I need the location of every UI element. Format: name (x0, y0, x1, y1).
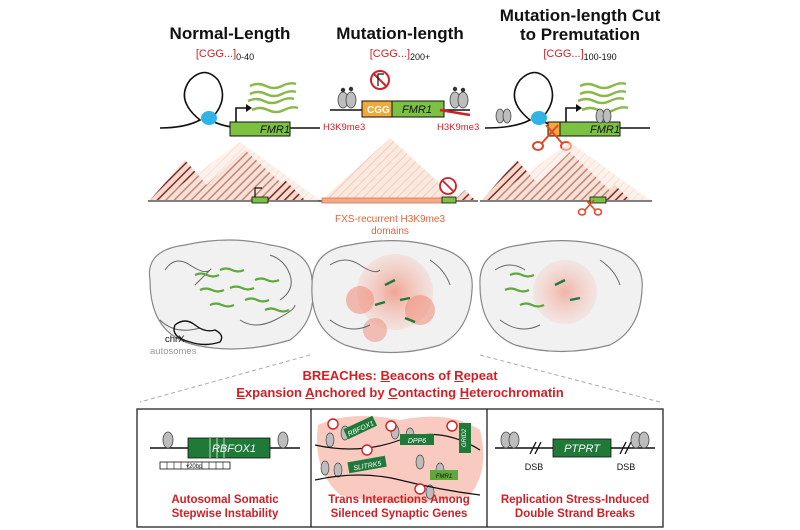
breach-line2: Expansion Anchored by Contacting Heteroc… (200, 384, 600, 401)
range-mutation: 200+ (410, 52, 431, 63)
panel-label-autosomal: Autosomal Somatic Stepwise Instability (139, 493, 311, 521)
tad-triangles-normal (148, 142, 322, 204)
breach-heading: BREACHes: Beacons of Repeat Expansion An… (200, 367, 600, 401)
panel-label-trans-line2: Silenced Synaptic Genes (330, 508, 468, 520)
guide-line-right (479, 354, 661, 403)
breach-nchored: nchored by (314, 385, 389, 400)
range-cut: 100-190 (583, 52, 617, 63)
nucleus-mutation (311, 240, 473, 354)
panel-label-trans-line1: Trans Interactions Among (328, 494, 470, 506)
title-mutation-length: Mutation-length (336, 24, 464, 43)
dsb-right-label: DSB (617, 462, 636, 472)
panel-label-trans: Trans Interactions Among Silenced Synapt… (311, 493, 487, 521)
panel-label-autosomal-line1: Autosomal Somatic (171, 494, 279, 506)
repeat-cut: [CGG...] (543, 48, 584, 60)
nucleus-normal (148, 239, 314, 350)
breach-b: B (380, 368, 390, 383)
panel-ptprt (495, 431, 655, 458)
title-mutation-cut-line1: Mutation-length Cut (499, 6, 661, 25)
panel-label-replication-line2: Double Strand Breaks (514, 508, 636, 520)
breach-eacons: eacons of (389, 368, 455, 383)
panel-label-replication-line1: Replication Stress-Induced (500, 494, 650, 506)
autosomes-label: autosomes (150, 346, 197, 357)
title-mutation-cut-line2: to Premutation (520, 25, 640, 44)
title-mutation-cut: Mutation-length Cut to Premutation (475, 6, 685, 44)
guide-line-left (139, 354, 311, 403)
h3k9me3-right-label: H3K9me3 (437, 122, 479, 133)
h3k9me3-left-label: H3K9me3 (323, 122, 365, 133)
subtitle-mutation: [CGG...]200+ (345, 48, 455, 62)
fmr1-label-cut: FMR1 (590, 124, 620, 136)
nucleus-cut (479, 240, 643, 353)
panel-label-autosomal-line2: Stepwise Instability (171, 508, 279, 520)
breach-line1: BREACHes: Beacons of Repeat (200, 367, 600, 384)
fxs-label-line1: FXS-recurrent H3K9me3 (335, 214, 445, 225)
tad-triangles-cut (480, 142, 652, 216)
fmr1-small-label: FMR1 (436, 474, 452, 480)
fxs-label-line2: domains (371, 226, 409, 237)
panel-rbfox1 (150, 431, 300, 470)
bp20-label: +20bp (186, 464, 204, 470)
breach-r: R (454, 368, 464, 383)
range-normal: 0-40 (236, 52, 255, 63)
repeat-normal: [CGG...] (195, 48, 237, 60)
repeat-mutation: [CGG...] (369, 48, 411, 60)
ptprt-label: PTPRT (564, 443, 601, 455)
breach-eterochromatin: eterochromatin (469, 385, 564, 400)
breach-c: C (388, 385, 398, 400)
breach-a: A (305, 385, 315, 400)
breach-xpansion: xpansion (244, 385, 306, 400)
cgg-label: CGG (367, 105, 390, 116)
panel-label-replication: Replication Stress-Induced Double Strand… (487, 493, 663, 521)
subtitle-normal: [CGG...]0-40 (175, 48, 275, 62)
dpp6-label: DPP6 (408, 438, 426, 445)
panel-trans-interactions (314, 415, 484, 503)
cut-gene-schematic (484, 71, 650, 151)
fmr1-label-mutation: FMR1 (402, 104, 432, 116)
cohesin-ring-cut (531, 111, 547, 125)
slitrk5-label: SLITRK5 (353, 461, 382, 473)
breach-e: E (236, 385, 245, 400)
breach-epeat: epeat (463, 368, 498, 383)
dsb-left-label: DSB (525, 462, 544, 472)
breach-h: H (459, 385, 470, 400)
breach-prefix: BREACHes: (302, 368, 381, 383)
fmr1-label-normal: FMR1 (260, 124, 290, 136)
rbfox1-label: RBFOX1 (212, 443, 256, 455)
title-normal-length: Normal-Length (169, 24, 291, 43)
mutation-gene-schematic (330, 70, 471, 118)
grid2-label: GRID2 (462, 428, 468, 447)
chrx-label: chrX (165, 334, 185, 345)
tad-triangles-mutation (318, 138, 478, 204)
normal-gene-schematic (159, 71, 320, 137)
subtitle-cut: [CGG...]100-190 (515, 48, 645, 62)
cohesin-ring-normal (201, 111, 217, 125)
breach-ontacting: ontacting (397, 385, 460, 400)
